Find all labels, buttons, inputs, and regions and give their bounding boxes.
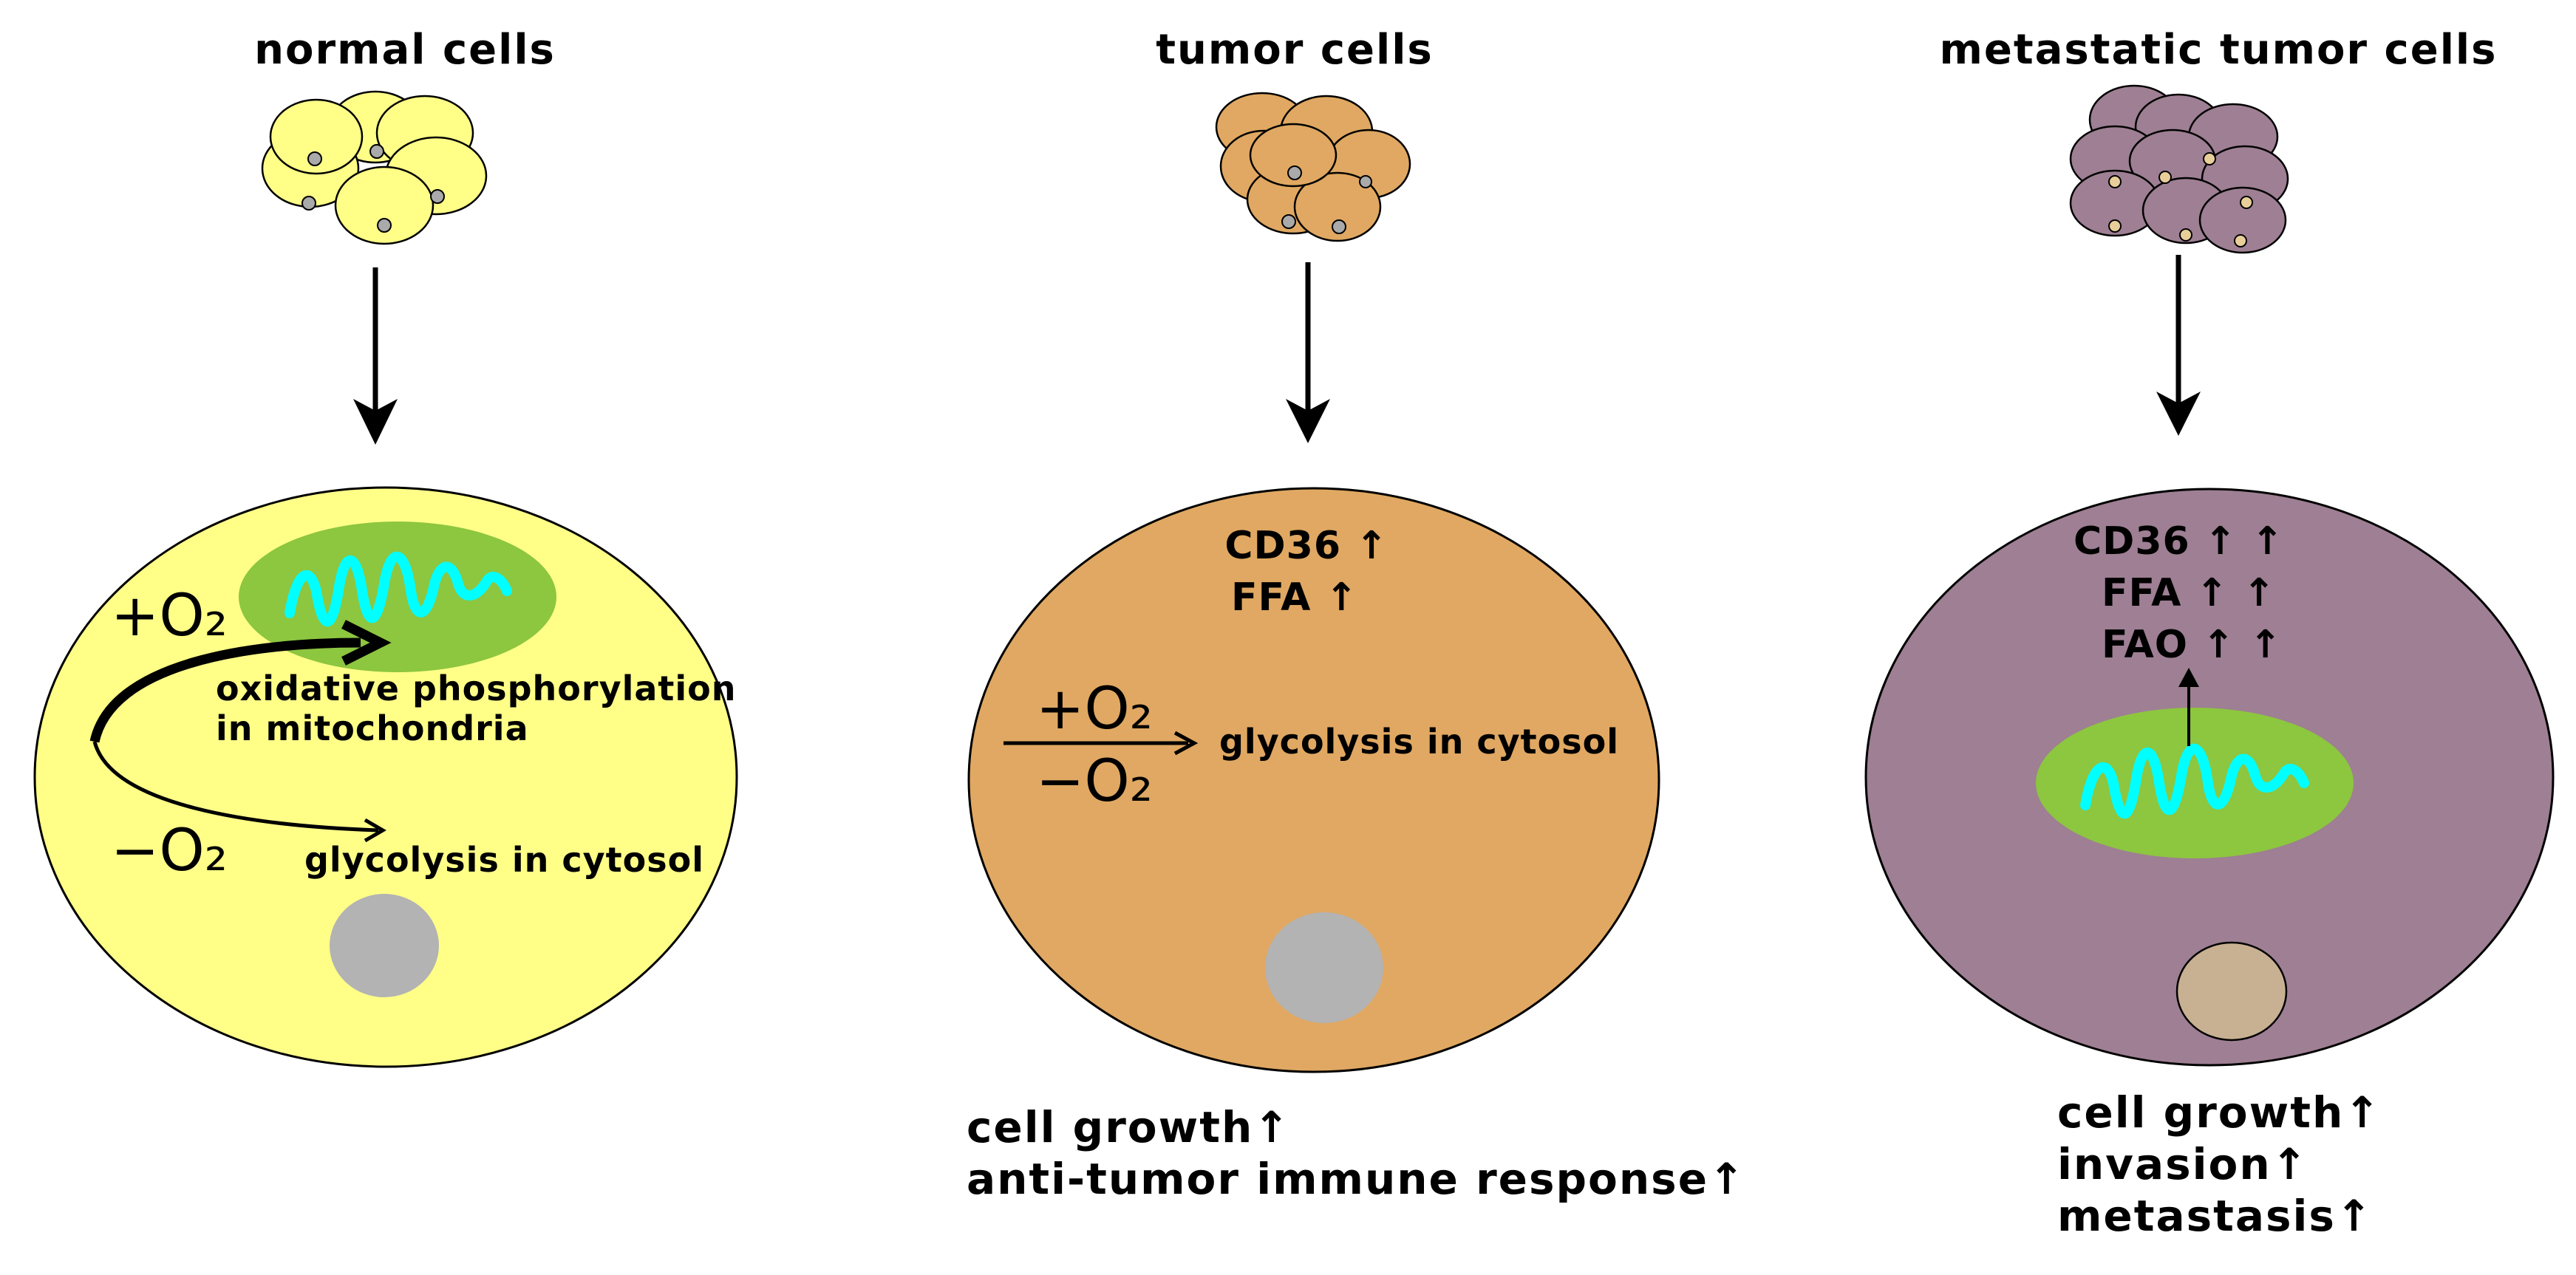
panel-tumor-cells: tumor cells CD36 ↑ FFA ↑ +O₂ (967, 26, 1746, 1204)
label-ffa-tumor: FFA ↑ (1231, 575, 1358, 620)
title-tumor-cells: tumor cells (1156, 26, 1433, 74)
nucleus (1265, 912, 1383, 1023)
outcome-invasion-metastatic: invasion↑ (2057, 1139, 2308, 1189)
metastatic-cell-cluster (2069, 84, 2289, 254)
label-cd36-metastatic: CD36 ↑ ↑ (2074, 519, 2284, 564)
arrow-glycolysis (92, 741, 386, 843)
arrow-up-fao (2178, 668, 2199, 746)
normal-cell-body (33, 486, 738, 1068)
label-minus-o2-tumor: −O₂ (1036, 748, 1153, 815)
arrow-oxphos (89, 620, 392, 743)
label-fao-metastatic: FAO ↑ ↑ (2102, 623, 2282, 667)
mitochondrion-metastatic (2036, 708, 2354, 858)
label-minus-o2: −O₂ (111, 818, 228, 884)
nucleus (330, 894, 439, 997)
label-glycolysis-tumor: glycolysis in cytosol (1219, 722, 1619, 762)
outcome-immune-response-tumor: anti-tumor immune response↑ (967, 1154, 1746, 1204)
label-plus-o2-tumor: +O₂ (1036, 676, 1153, 742)
arrow-glycolysis-tumor (1004, 731, 1199, 756)
title-normal-cells: normal cells (254, 26, 556, 74)
label-oxphos-line2: in mitochondria (216, 708, 529, 748)
panel-normal-cells: normal cells (33, 26, 738, 1068)
normal-cell-cluster (261, 90, 488, 245)
label-glycolysis-normal: glycolysis in cytosol (304, 840, 704, 880)
arrow-down-metastatic (2156, 255, 2201, 436)
arrow-down-tumor (1286, 262, 1330, 443)
nucleus-metastatic (2175, 941, 2288, 1042)
label-plus-o2: +O₂ (111, 583, 228, 649)
outcome-cell-growth-metastatic: cell growth↑ (2057, 1087, 2382, 1138)
mitochondria-cristae-metastatic (2080, 743, 2309, 819)
title-metastatic-cells: metastatic tumor cells (1940, 26, 2498, 74)
tumor-cell-body (967, 487, 1660, 1073)
label-cd36-tumor: CD36 ↑ (1224, 524, 1388, 568)
mitochondria-cristae (284, 551, 512, 627)
mitochondrion (239, 522, 556, 672)
label-ffa-metastatic: FFA ↑ ↑ (2102, 571, 2276, 615)
arrow-down-normal (353, 267, 398, 445)
outcome-metastasis-metastatic: metastasis↑ (2057, 1191, 2374, 1241)
outcome-cell-growth-tumor: cell growth↑ (967, 1102, 1291, 1152)
label-oxphos-line1: oxidative phosphorylation (216, 669, 737, 708)
panel-metastatic-cells: metastatic tumor cells (1864, 26, 2555, 1241)
tumor-cell-cluster (1215, 92, 1411, 242)
